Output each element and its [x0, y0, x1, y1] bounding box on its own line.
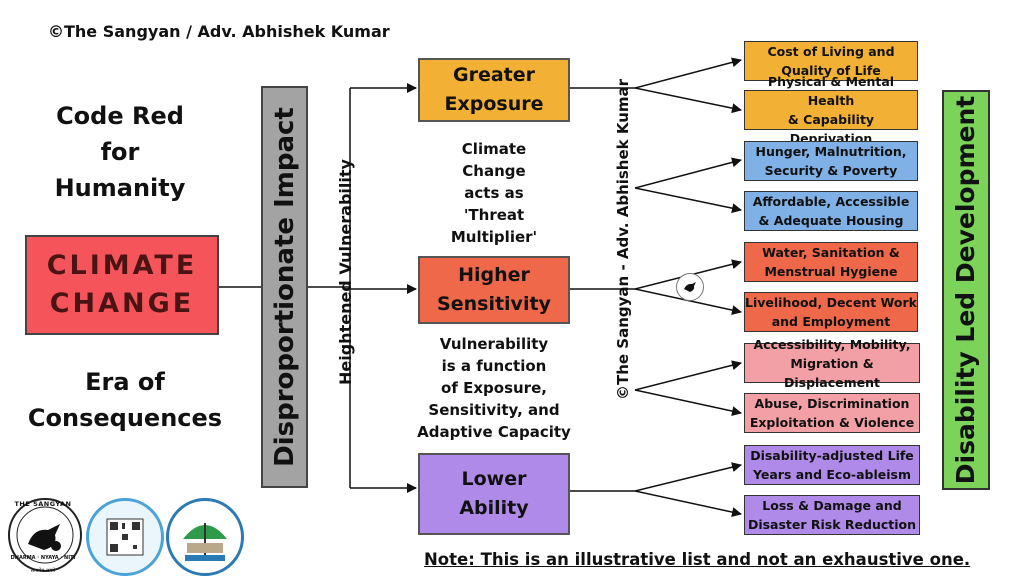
qr-code-icon: [106, 518, 144, 556]
disability-led-development-bar: [942, 90, 990, 490]
category-box: Hunger, Malnutrition, Security & Poverty: [744, 141, 918, 181]
sangyan-logo: [8, 498, 82, 572]
crow-emblem-icon: [16, 506, 74, 564]
threat-multiplier-text: Climate Change acts as 'Threat Multiplie…: [450, 140, 538, 246]
category-box: Physical & Mental Health & Capability De…: [744, 74, 918, 146]
category-box: Cost of Living and Quality of Life: [744, 41, 918, 81]
category-label: Physical & Mental Health & Capability De…: [767, 74, 895, 146]
greater-exposure-box: Greater Exposure: [418, 58, 570, 122]
category-label: Disability-adjusted Life Years and Eco-a…: [750, 448, 914, 482]
copyright-header: ©The Sangyan / Adv. Abhishek Kumar: [48, 22, 390, 41]
category-box: Livelihood, Decent Work and Employment: [744, 292, 918, 332]
lower-ability-label: Lower Ability: [459, 468, 529, 519]
footnote: Note: This is an illustrative list and n…: [424, 550, 971, 569]
umbrella-icon: [183, 523, 227, 561]
qr-code-logo: [86, 498, 164, 576]
disability-led-development-label: Disability Led Development: [951, 95, 980, 485]
category-label: Water, Sanitation & Menstrual Hygiene: [762, 245, 900, 279]
lower-ability-box: Lower Ability: [418, 453, 570, 535]
climate-change-box: CLIMATE CHANGE: [25, 235, 219, 335]
category-box: Abuse, Discrimination Exploitation & Vio…: [744, 393, 920, 433]
category-box: Loss & Damage and Disaster Risk Reductio…: [744, 495, 920, 535]
category-box: Accessibility, Mobility, Migration & Dis…: [744, 337, 920, 390]
crow-icon: [684, 282, 696, 292]
umbrella-network-logo: [166, 498, 244, 576]
category-label: Accessibility, Mobility, Migration & Dis…: [753, 336, 911, 390]
category-label: Loss & Damage and Disaster Risk Reductio…: [747, 498, 917, 532]
greater-exposure-label: Greater Exposure: [444, 64, 544, 115]
vulnerability-function-text: Vulnerability is a function of Exposure,…: [417, 335, 571, 441]
sangyan-logo-bottom-text: DHARMA · NYAYA · NITI: [10, 555, 76, 561]
higher-sensitivity-label: Higher Sensitivity: [437, 264, 551, 315]
sangyan-logo-subtext: सत्यमेव जयते: [30, 568, 56, 574]
small-crow-logo: [676, 273, 704, 301]
category-box: Affordable, Accessible & Adequate Housin…: [744, 191, 918, 231]
disproportionate-impact-bar: [261, 86, 308, 488]
category-box: Water, Sanitation & Menstrual Hygiene: [744, 242, 918, 282]
category-label: Livelihood, Decent Work and Employment: [745, 295, 917, 329]
watermark-vertical: ©The Sangyan - Adv. Abhishek Kumar: [614, 78, 632, 400]
era-text: Era of Consequences: [27, 368, 223, 432]
category-label: Affordable, Accessible & Adequate Housin…: [752, 194, 910, 228]
climate-change-label: CLIMATE CHANGE: [46, 250, 198, 319]
category-label: Hunger, Malnutrition, Security & Poverty: [755, 144, 907, 178]
code-red-text: Code Red for Humanity: [54, 102, 186, 202]
higher-sensitivity-box: Higher Sensitivity: [418, 256, 570, 324]
category-label: Cost of Living and Quality of Life: [767, 44, 895, 78]
sangyan-logo-top-text: THE SANGYAN: [14, 500, 72, 508]
category-label: Abuse, Discrimination Exploitation & Vio…: [749, 396, 915, 430]
category-box: Disability-adjusted Life Years and Eco-a…: [744, 445, 920, 485]
